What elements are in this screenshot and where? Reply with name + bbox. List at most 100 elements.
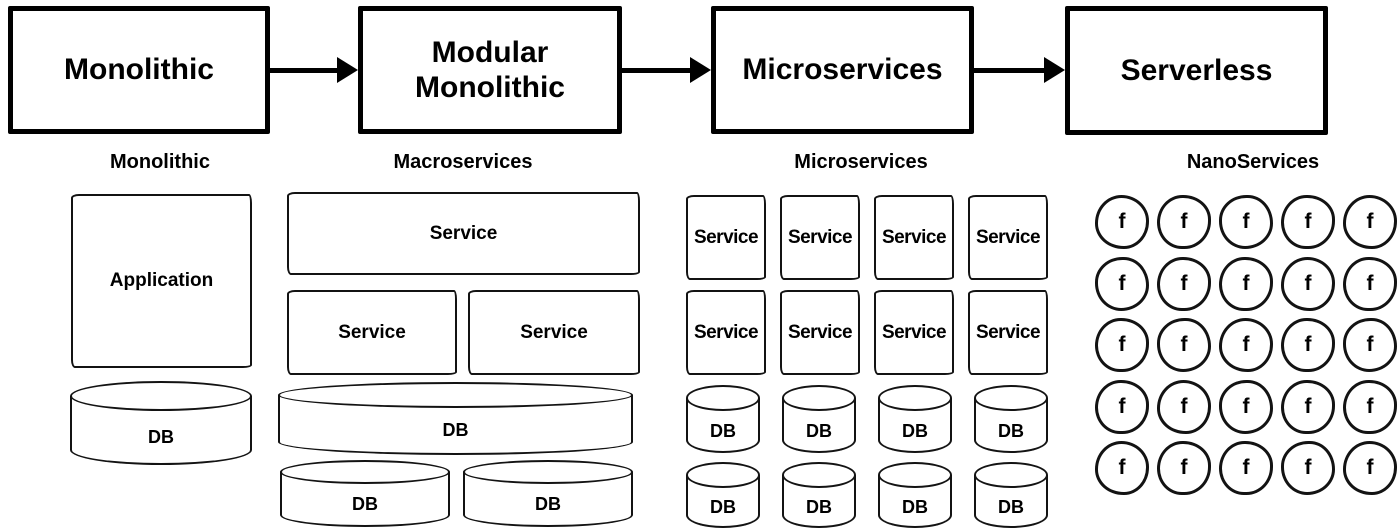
application-box: Application (71, 194, 252, 368)
db-cylinder: DB (686, 462, 760, 528)
db-label: DB (710, 496, 736, 517)
lambda-function-circle: f (1219, 256, 1273, 311)
service-label: Service (787, 226, 853, 248)
db-cylinder: DB (878, 385, 952, 453)
flow-stage-microservices: Microservices (711, 6, 974, 134)
function-label: f (1366, 456, 1374, 479)
flow-stage-label: Modular Monolithic (415, 35, 565, 104)
lambda-function-circle: f (1095, 256, 1149, 311)
flow-stage-label: Serverless (1120, 53, 1273, 87)
service-label: Service (881, 321, 947, 343)
db-cylinder: DB (782, 385, 856, 453)
service-label: Service (429, 222, 498, 244)
lambda-function-circle: f (1219, 195, 1273, 249)
service-label: Service (787, 321, 853, 343)
lambda-function-circle: f (1281, 256, 1335, 311)
db-label: DB (806, 420, 832, 441)
function-label: f (1242, 271, 1250, 295)
db-cylinder: DB (686, 385, 760, 453)
service-label: Service (975, 321, 1041, 343)
lambda-function-circle: f (1281, 441, 1335, 495)
function-label: f (1180, 210, 1188, 233)
section-heading-macroservices: Macroservices (393, 151, 533, 173)
db-label: DB (442, 420, 469, 440)
lambda-function-circle: f (1095, 195, 1149, 249)
lambda-function-circle: f (1343, 256, 1397, 311)
lambda-function-circle: f (1157, 318, 1211, 372)
flow-stage-label: Monolithic (64, 53, 214, 87)
service-label: Service (693, 321, 759, 343)
db-label: DB (998, 420, 1024, 441)
arrow-shaft (974, 67, 1050, 73)
function-label: f (1118, 456, 1126, 479)
function-label: f (1304, 210, 1312, 233)
lambda-function-circle: f (1219, 318, 1273, 372)
function-label: f (1304, 456, 1312, 479)
db-label: DB (535, 494, 561, 514)
lambda-function-circle: f (1157, 195, 1211, 249)
function-label: f (1242, 456, 1250, 479)
flow-stage-monolithic: Monolithic (8, 6, 270, 134)
lambda-function-circle: f (1095, 441, 1149, 495)
flow-stage-label: Microservices (742, 53, 943, 87)
service-box: Service (874, 195, 954, 280)
service-label: Service (520, 321, 588, 343)
function-label: f (1242, 333, 1250, 356)
microservices-db-row: DB DB DB DB (686, 462, 1048, 528)
cylinder-top (280, 460, 450, 484)
function-label: f (1180, 271, 1188, 295)
section-heading-microservices: Microservices (794, 151, 928, 173)
db-label: DB (710, 420, 736, 441)
service-box: Service (780, 195, 860, 280)
lambda-function-circle: f (1219, 441, 1273, 495)
lambda-function-circle: f (1095, 318, 1149, 372)
function-label: f (1366, 271, 1374, 295)
service-box: Service (874, 290, 954, 375)
db-label: DB (902, 496, 928, 517)
function-label: f (1118, 394, 1126, 418)
lambda-function-circle: f (1343, 195, 1397, 249)
cylinder-top (782, 462, 856, 488)
function-label: f (1180, 333, 1188, 356)
db-label: DB (902, 420, 928, 441)
db-cylinder: DB (280, 460, 450, 527)
service-label: Service (975, 226, 1041, 248)
service-box: Service (686, 195, 766, 280)
function-label: f (1366, 210, 1374, 233)
arrow-shaft (270, 67, 343, 73)
function-label: f (1304, 394, 1312, 418)
function-label: f (1242, 394, 1250, 418)
service-box: Service (968, 290, 1048, 375)
arrow-head (1044, 57, 1065, 83)
db-cylinder: DB (782, 462, 856, 528)
microservices-service-row: Service Service Service Service (686, 195, 1048, 280)
lambda-function-circle: f (1281, 318, 1335, 372)
function-label: f (1304, 271, 1312, 295)
arrow-head (690, 57, 711, 83)
cylinder-top (686, 385, 760, 411)
lambda-function-circle: f (1343, 379, 1397, 434)
flow-stage-modular-monolithic: Modular Monolithic (358, 6, 622, 134)
lambda-function-circle: f (1281, 379, 1335, 434)
db-cylinder-wide: DB (278, 382, 633, 455)
service-box-wide: Service (287, 192, 640, 275)
service-label: Service (881, 226, 947, 248)
microservices-db-row: DB DB DB DB (686, 385, 1048, 453)
function-label: f (1366, 394, 1374, 418)
function-grid: f f f f f f f f f f f f f f f f f f f f … (1095, 195, 1397, 495)
function-label: f (1180, 456, 1188, 479)
arrow-right-icon (974, 57, 1065, 83)
service-box: Service (686, 290, 766, 375)
cylinder-top (70, 381, 252, 411)
arrow-right-icon (270, 57, 358, 83)
lambda-function-circle: f (1219, 379, 1273, 434)
lambda-function-circle: f (1157, 379, 1211, 434)
section-heading-monolithic: Monolithic (110, 151, 210, 173)
db-cylinder: DB (70, 381, 252, 465)
function-label: f (1304, 333, 1312, 356)
function-label: f (1118, 333, 1126, 356)
function-label: f (1118, 210, 1126, 233)
cylinder-top (974, 462, 1048, 488)
db-cylinder: DB (878, 462, 952, 528)
